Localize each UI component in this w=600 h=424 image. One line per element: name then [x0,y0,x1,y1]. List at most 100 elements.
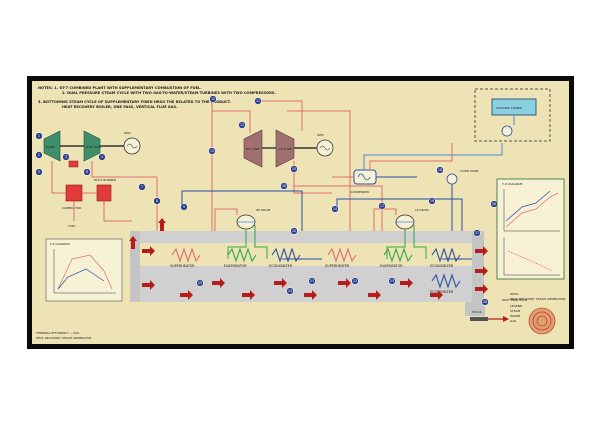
state-point-node: 1 [35,132,43,140]
hx-superheater-hp: SUPERHEATER [170,264,195,268]
state-point-circle [280,182,288,190]
state-point-number: 13 [210,149,214,153]
state-point-number: 3 [65,155,67,159]
state-point-circle [388,277,396,285]
hx-economizer-lp: ECONOMIZER [430,264,454,268]
bottom-left-note: THERMAL EFFICIENCY ~ 50% [35,331,80,335]
state-point-node: 18 [436,166,444,174]
gas-turbine [83,130,101,162]
legend-water: WATER [510,314,520,318]
state-point-number: 20 [292,229,296,233]
fuel-label: FUEL [68,224,76,228]
hx-economizer-hp: ECONOMIZER [269,264,293,268]
state-point-node: 22 [351,277,359,285]
state-point-number: 8 [156,199,158,203]
legend-gas: GAS [510,319,516,323]
state-point-node: 16 [280,182,288,190]
hx-evaporator-lp: EVAPORATOR [380,264,403,268]
cond-pump[interactable] [446,173,458,185]
state-point-node: 19 [428,197,436,205]
state-point-node: 10 [209,95,217,103]
drums-group: HP DRUM LP DRUM [181,190,472,260]
state-point-node: 11 [254,97,262,105]
state-point-circle [208,147,216,155]
compressor [43,130,61,162]
plant-schematic: NOTES: 1. GT-7 COMBINED PLANT WITH SUPPL… [35,86,565,340]
bottom-mid-note: HEAT RECOVERY STEAM GENERATOR [36,336,91,340]
state-point-number: 19 [430,199,434,203]
state-point-node: 6 [83,168,91,176]
state-point-circle [35,168,43,176]
state-point-circle [351,277,359,285]
cond-pump-label: COND PUMP [460,169,479,173]
hp-turbine-label: HP TURB [246,147,259,151]
cw-pump[interactable] [501,125,513,137]
state-point-circle [436,166,444,174]
state-point-number: 26 [492,202,496,206]
state-point-circle [254,97,262,105]
state-point-number: 18 [438,168,442,172]
state-point-node: 24 [286,287,294,295]
hx-superheater-lp: SUPERHEATER [325,264,350,268]
coil-evaporator-lp [383,247,413,263]
stack-label: STACK [472,310,483,314]
condenser-group: CONDENSER COND PUMP COOLING TOWER [332,88,551,231]
state-point-number: 11 [256,99,260,103]
state-point-number: 4 [101,155,103,159]
hp-drum-label: HP DRUM [256,208,271,212]
state-point-circle [196,279,204,287]
state-point-node: 9 [180,203,188,211]
state-point-node: 14 [331,205,339,213]
combustor [65,184,83,202]
state-point-circle [481,298,489,306]
duct-burner [96,184,112,202]
gas-turbine-label: GAS TURB [86,145,101,149]
condenser-label: CONDENSER [350,190,369,194]
state-point-number: 6 [86,170,88,174]
hrsg-description: HRSG HEAT RECOVERY STEAM GENERATOR LEGEN… [510,292,565,323]
legend-title: LEGEND [510,304,523,308]
state-point-node: 15 [290,165,298,173]
coil-economizer-2 [431,273,461,289]
state-point-number: 28 [483,300,487,304]
stack-group: STACK HEAT REJECTION [470,298,556,335]
state-point-node: 25 [196,279,204,287]
lp-turbine-label: LP TURB [279,147,292,151]
note-line-3: 3. BOTTOMING STEAM CYCLE OF SUPPLEMENTAR… [38,100,231,104]
hp-turbine [243,129,263,168]
state-point-node: 12 [238,121,246,129]
tq-diagram-inset: T-Q DIAGRAM [496,178,565,280]
legend-steam: STEAM [510,309,521,313]
hrsg-gas-duct [130,231,485,316]
coil-economizer-lp [431,247,461,263]
state-point-number: 2 [38,153,40,157]
coil-economizer-hp [271,247,301,263]
state-point-number: 23 [390,279,394,283]
gas-turbine-group: COMP GAS TURB GEN COMBUSTOR DUCT BURNER [36,130,158,231]
state-point-node: 20 [290,227,298,235]
state-point-circle [238,121,246,129]
state-point-node: 27 [473,229,481,237]
hrsg-label: HRSG [510,292,519,296]
state-point-node: 17 [378,202,386,210]
state-point-circle [290,165,298,173]
compressor-label: COMP [46,145,55,149]
state-point-circle [290,227,298,235]
state-point-circle [180,203,188,211]
state-point-circle [62,153,70,161]
bottom-notes: THERMAL EFFICIENCY ~ 50% HEAT RECOVERY S… [35,331,91,340]
hx-evaporator-hp: EVAPORATOR [224,264,247,268]
state-point-number: 21 [310,279,314,283]
state-point-circle [209,95,217,103]
state-point-node: 13 [208,147,216,155]
cooling-tower-label: COOLING TOWER [496,106,522,110]
reject-label: HEAT REJECTION [502,298,527,302]
state-point-circle [378,202,386,210]
condenser [353,169,377,185]
coil-superheater-hp [171,247,201,263]
state-point-number: 9 [183,205,185,209]
ts-diagram-title: T-S DIAGRAM [49,242,70,246]
state-point-circle [35,132,43,140]
state-point-node: 4 [98,153,106,161]
state-point-number: 12 [240,123,244,127]
